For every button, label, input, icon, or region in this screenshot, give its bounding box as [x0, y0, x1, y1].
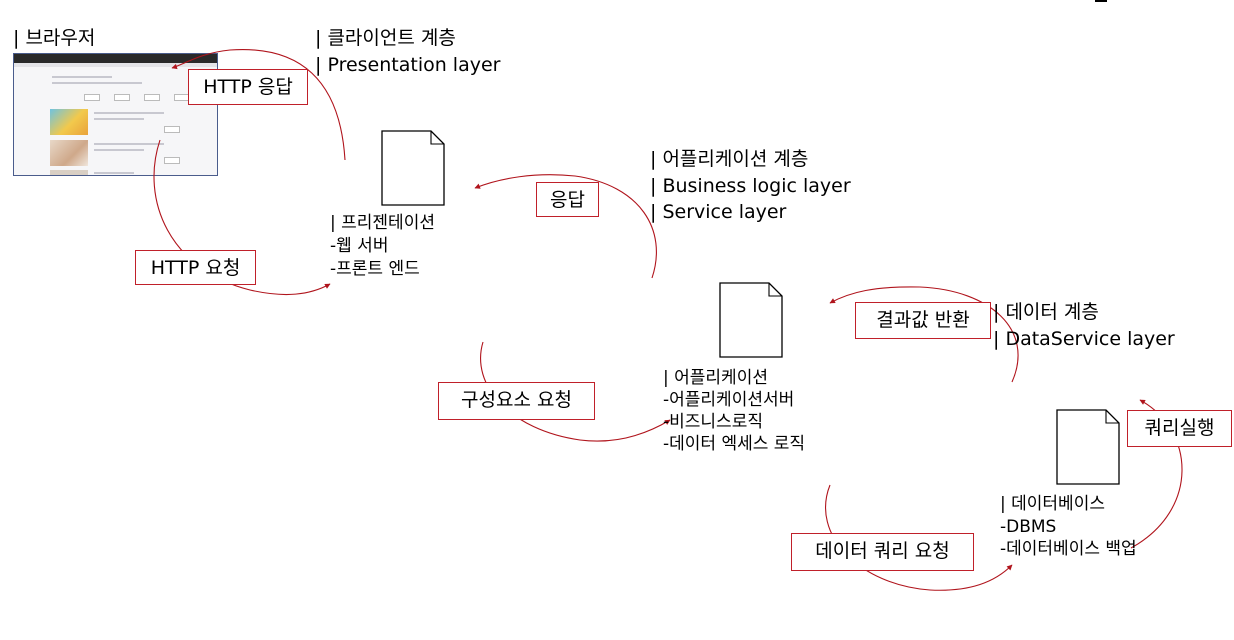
- response-box: 응답: [536, 182, 599, 217]
- application-node-title: | 어플리케이션: [663, 368, 768, 388]
- http-response-box: HTTP 응답: [188, 69, 308, 105]
- result-return-box: 결과값 반환: [855, 302, 991, 339]
- arrow-component-request: [480, 341, 671, 442]
- data-tier-title: | 데이터 계층: [993, 301, 1099, 323]
- data-tier-subtitle: | DataService layer: [993, 328, 1175, 350]
- http-request-box: HTTP 요청: [135, 250, 256, 285]
- database-node-item: -데이터베이스 백업: [1000, 539, 1137, 559]
- application-node-item: -어플리케이션서버: [663, 390, 795, 410]
- data-query-request-box: 데이터 쿼리 요청: [791, 533, 974, 571]
- client-tier-title: | 클라이언트 계층: [315, 27, 456, 49]
- database-document-icon: [1056, 409, 1120, 485]
- database-node-item: -DBMS: [1000, 517, 1057, 537]
- arrow-result-return: [829, 286, 1019, 383]
- presentation-node-item: -프론트 엔드: [330, 259, 420, 279]
- top-edge-mark: [1095, 0, 1107, 2]
- arrow-data-query-request: [825, 484, 1013, 591]
- database-node-title: | 데이터베이스: [1000, 494, 1105, 514]
- application-tier-subtitle-2: | Service layer: [650, 201, 787, 223]
- application-tier-subtitle-1: | Business logic layer: [650, 175, 851, 197]
- application-node-item: -비즈니스로직: [663, 412, 763, 432]
- browser-label: | 브라우저: [13, 27, 96, 49]
- arrow-http-response: [171, 48, 346, 161]
- query-exec-box: 쿼리실행: [1127, 410, 1232, 447]
- component-request-box: 구성요소 요청: [438, 382, 595, 420]
- arrow-response: [474, 174, 657, 279]
- presentation-node-item: -웹 서버: [330, 236, 389, 256]
- application-document-icon: [719, 282, 783, 358]
- application-tier-title: | 어플리케이션 계층: [650, 148, 809, 170]
- presentation-document-icon: [381, 130, 445, 206]
- presentation-node-title: | 프리젠테이션: [330, 213, 435, 233]
- browser-screenshot-icon: [13, 53, 218, 176]
- application-node-item: -데이터 엑세스 로직: [663, 434, 806, 454]
- client-tier-subtitle: | Presentation layer: [315, 54, 501, 76]
